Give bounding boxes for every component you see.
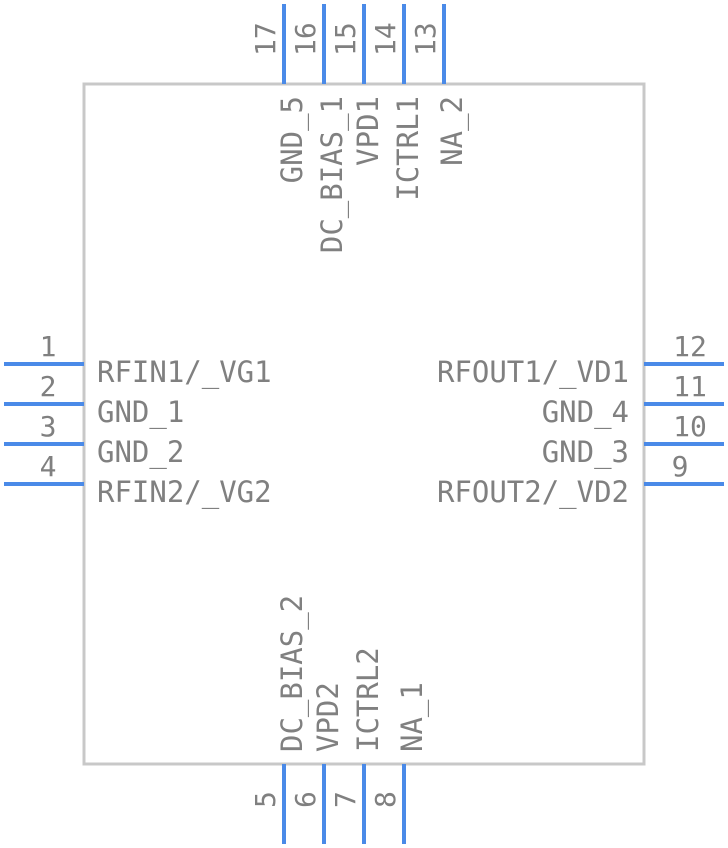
component-body: [82, 82, 646, 766]
pin-17-name: GND_5: [275, 96, 310, 183]
pin-1-number: 1: [40, 330, 57, 363]
pin-12-number: 12: [673, 330, 707, 363]
pin-16-number: 16: [289, 22, 322, 56]
pin-14-number: 14: [369, 22, 402, 56]
pin-3-number: 3: [40, 410, 57, 443]
pin-10-name: GND_3: [542, 435, 629, 470]
pin-12-name: RFOUT1/_VD1: [437, 355, 629, 390]
pin-5-name: DC_BIAS_2: [275, 595, 310, 752]
pin-16-name: DC_BIAS_1: [315, 96, 350, 253]
pin-8-number: 8: [369, 791, 402, 808]
pin-11-name: GND_4: [542, 395, 629, 430]
pin-4-name: RFIN2/_VG2: [97, 475, 272, 510]
pin-6-number: 6: [289, 791, 322, 808]
pin-lines: [4, 4, 724, 844]
pin-8-name: NA_1: [395, 682, 430, 752]
pin-3-name: GND_2: [97, 435, 184, 470]
pin-6-name: VPD2: [311, 682, 345, 752]
pin-15-name: VPD1: [351, 96, 385, 166]
pin-7-number: 7: [329, 791, 362, 808]
pin-9-number: 9: [672, 450, 689, 483]
pin-13-number: 13: [409, 22, 442, 56]
pin-1-name: RFIN1/_VG1: [97, 355, 272, 390]
pin-2-number: 2: [40, 370, 57, 403]
pin-15-number: 15: [329, 22, 362, 56]
pin-11-number: 11: [673, 370, 707, 403]
pin-9-name: RFOUT2/_VD2: [437, 475, 629, 510]
pin-10-number: 10: [673, 410, 707, 443]
pin-13-name: NA_2: [435, 96, 470, 166]
pin-2-name: GND_1: [97, 395, 184, 430]
pin-4-number: 4: [40, 450, 57, 483]
pin-14-name: ICTRL1: [391, 96, 425, 201]
pin-7-name: ICTRL2: [351, 647, 385, 752]
pin-5-number: 5: [249, 791, 282, 808]
pin-17-number: 17: [249, 22, 282, 56]
